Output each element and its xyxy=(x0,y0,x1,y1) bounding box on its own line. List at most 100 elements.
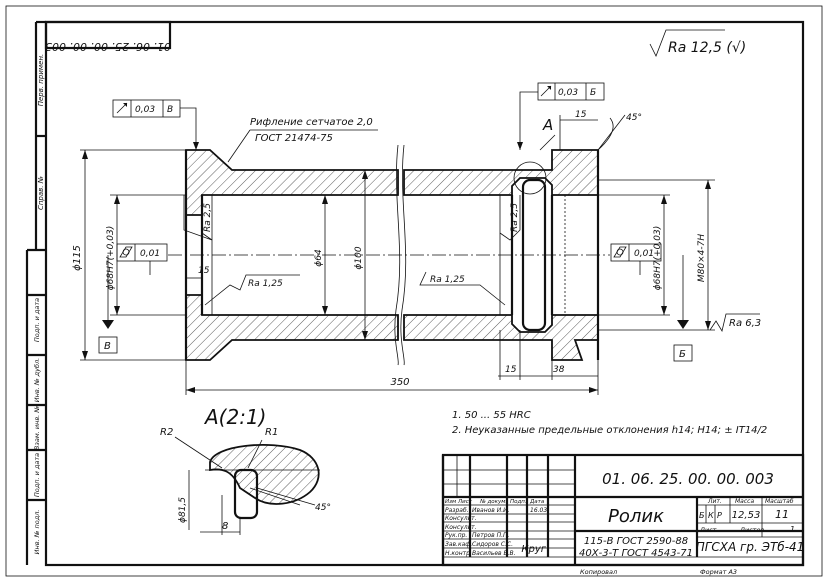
outer-trim-border xyxy=(5,5,823,577)
svg-text:12,53: 12,53 xyxy=(732,510,761,521)
svg-text:Ra 1,25: Ra 1,25 xyxy=(430,275,465,285)
svg-text:Зав.каф.: Зав.каф. xyxy=(445,541,472,548)
detail-callout-circle xyxy=(513,161,547,195)
svg-text:Петров П.П.: Петров П.П. xyxy=(472,532,510,539)
roughness-ra63: Ra 6,3 xyxy=(709,313,761,333)
detail-view: А(2:1) R2 R1 ϕ81,5 8 45° xyxy=(160,405,331,535)
svg-text:В: В xyxy=(167,105,173,115)
svg-text:15: 15 xyxy=(575,110,587,120)
strip-label-6: Подп. и дата xyxy=(33,453,41,497)
strip-label-7: Инв. № подл. xyxy=(33,510,41,555)
svg-text:Б: Б xyxy=(699,511,705,520)
dim-d68-left: ϕ68H7(+0,03) xyxy=(106,194,186,316)
wall-bottom-left xyxy=(185,294,399,361)
svg-text:Лист: Лист xyxy=(457,499,473,505)
note-2: 2. Неуказанные предельные отклонения h14… xyxy=(452,425,767,436)
svg-text:ϕ81,5: ϕ81,5 xyxy=(178,497,188,523)
dim-angle-45-right: 45° xyxy=(597,113,642,151)
svg-text:Подп.: Подп. xyxy=(510,499,527,505)
mirrored-stamp-box: 01. 06. 25. 00. 00. 003 xyxy=(44,20,172,53)
roughness-ra125-right: Ra 1,25 xyxy=(419,271,506,306)
svg-text:Изм: Изм xyxy=(445,499,456,505)
svg-text:ϕ68H7(+0,03): ϕ68H7(+0,03) xyxy=(106,226,116,291)
knurl-note: Рифление сетчатое 2,0 ГОСТ 21474-75 xyxy=(227,117,378,163)
svg-text:ϕ68H7(+0,03): ϕ68H7(+0,03) xyxy=(653,226,663,291)
break-line-left xyxy=(394,144,401,366)
svg-text:Масса: Масса xyxy=(735,498,754,505)
dim-15-bottom: 15 38 xyxy=(498,330,598,380)
note-1: 1. 50 ... 55 HRC xyxy=(452,410,531,421)
svg-text:Ra 2,5: Ra 2,5 xyxy=(510,203,520,232)
datum-right: Б xyxy=(673,255,693,362)
strip-label-5: Взам. инв. № xyxy=(33,406,41,450)
dim-d68-right: ϕ68H7(+0,03) xyxy=(598,194,670,316)
dim-350: 350 xyxy=(185,360,599,395)
svg-text:M80×4-7H: M80×4-7H xyxy=(697,234,707,282)
wall-top-right xyxy=(403,149,599,196)
runout-frame-left: 0,03 В xyxy=(112,99,199,150)
roughness-ra25-left: Ra 2,5 xyxy=(183,195,213,241)
svg-text:Рук.пр.: Рук.пр. xyxy=(445,532,467,539)
svg-text:11: 11 xyxy=(775,508,789,521)
title-part-name: Ролик xyxy=(608,506,664,527)
dim-15-left: 15 xyxy=(186,266,210,279)
svg-text:15: 15 xyxy=(198,266,210,276)
svg-text:Б: Б xyxy=(590,88,596,98)
svg-text:Сидоров С.С.: Сидоров С.С. xyxy=(472,541,513,548)
svg-text:ГОСТ 21474-75: ГОСТ 21474-75 xyxy=(255,133,333,144)
title-material-prefix: Круг xyxy=(521,544,546,555)
general-roughness: Ra 12,5 (√) xyxy=(649,29,746,57)
cylindricity-frame-left: 0,01 xyxy=(116,243,168,275)
dim-15-top: 15 xyxy=(559,110,598,150)
svg-text:Листов: Листов xyxy=(739,526,764,534)
general-roughness-text: Ra 12,5 (√) xyxy=(668,40,746,56)
svg-text:350: 350 xyxy=(390,377,409,388)
title-block: 01. 06. 25. 00. 00. 003 Ролик Круг 115-В… xyxy=(441,453,805,567)
title-designation: 01. 06. 25. 00. 00. 003 xyxy=(602,470,774,488)
copied-label: Копировал xyxy=(580,568,617,576)
svg-text:0,01: 0,01 xyxy=(140,249,160,259)
wall-bottom-right xyxy=(403,314,599,361)
svg-text:45°: 45° xyxy=(315,503,331,513)
break-line-right xyxy=(400,144,407,366)
svg-text:Разраб.: Разраб. xyxy=(445,507,469,514)
svg-text:0,01: 0,01 xyxy=(634,249,654,259)
svg-text:38: 38 xyxy=(553,365,565,375)
svg-text:Рифление сетчатое 2,0: Рифление сетчатое 2,0 xyxy=(250,117,373,128)
svg-text:Консульт.: Консульт. xyxy=(445,524,477,531)
section-letter: А xyxy=(542,116,553,134)
svg-text:Консульт.: Консульт. xyxy=(445,515,477,522)
svg-text:16.03: 16.03 xyxy=(530,507,547,514)
svg-text:ϕ115: ϕ115 xyxy=(72,245,83,271)
svg-text:1: 1 xyxy=(790,525,795,534)
svg-text:8: 8 xyxy=(222,521,228,532)
svg-text:Ra 2,5: Ra 2,5 xyxy=(203,203,213,232)
svg-text:Иванов И.И.: Иванов И.И. xyxy=(472,507,510,514)
svg-text:ϕ100: ϕ100 xyxy=(354,246,364,269)
svg-text:Васильев В.В.: Васильев В.В. xyxy=(472,550,516,557)
title-material-2: 40Х-3-Т ГОСТ 4543-71 xyxy=(579,548,693,559)
strip-label-1: Перв. примен. xyxy=(37,54,45,107)
left-strip: Перв. примен. Справ. № Подп. и дата Инв.… xyxy=(25,20,46,565)
svg-text:Р: Р xyxy=(717,511,722,520)
mirrored-stamp-text: 01. 06. 25. 00. 00. 003 xyxy=(45,40,171,53)
svg-text:0,03: 0,03 xyxy=(135,105,155,115)
svg-text:45°: 45° xyxy=(626,113,642,123)
dim-d115: ϕ115 xyxy=(72,149,186,361)
drawing-frame xyxy=(44,20,805,567)
svg-text:Лит.: Лит. xyxy=(707,498,722,505)
svg-text:Ra 6,3: Ra 6,3 xyxy=(729,318,761,329)
svg-text:Б: Б xyxy=(679,349,686,360)
svg-text:Лист: Лист xyxy=(699,526,717,534)
title-organization: ПГСХА гр. ЭТб-41 xyxy=(696,540,805,554)
svg-text:Ra 1,25: Ra 1,25 xyxy=(248,279,283,289)
svg-text:№ докум.: № докум. xyxy=(479,499,507,505)
wall-top-left xyxy=(185,149,399,216)
dim-d64: ϕ64 xyxy=(314,195,328,315)
svg-text:Н.контр.: Н.контр. xyxy=(445,550,472,557)
dim-d100: ϕ100 xyxy=(354,170,368,340)
svg-text:R2: R2 xyxy=(160,427,173,438)
roughness-ra25-right: Ra 2,5 xyxy=(499,195,521,241)
detail-title: А(2:1) xyxy=(203,405,266,429)
